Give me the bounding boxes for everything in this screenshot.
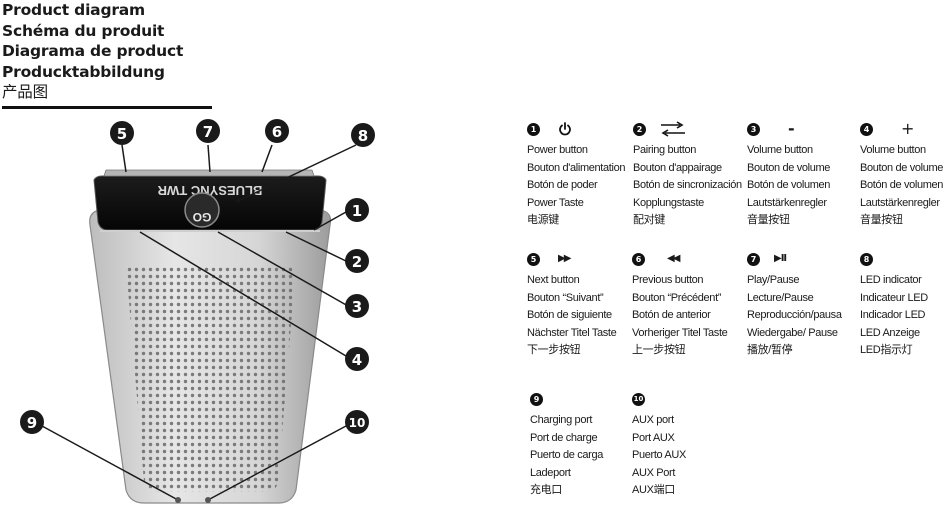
legend-number: 1	[527, 122, 540, 136]
svg-text:1: 1	[352, 202, 362, 220]
speaker-body	[89, 209, 332, 504]
svg-text:10: 10	[349, 416, 366, 430]
next-icon: ▶▶	[558, 253, 571, 264]
title-divider	[2, 106, 212, 109]
legend-volume-up: 4 + Volume button Bouton de volume Botón…	[860, 119, 944, 227]
title-zh: 产品图	[2, 83, 48, 101]
minus-icon: -	[788, 119, 795, 138]
speaker-top-panel: BLUESYNC TWR GO	[93, 169, 327, 232]
callout-8: 8	[351, 123, 375, 147]
legend-pairing: 2 Pairing button Bouton d'appairage Botó…	[633, 118, 743, 230]
title-fr: Schéma du produit	[2, 21, 165, 40]
play-pause-icon: ▶II	[774, 253, 787, 264]
speaker-brand-text: BLUESYNC TWR	[157, 183, 262, 198]
title-block: Product diagram Schéma du produit Diagra…	[2, 0, 183, 103]
go-logo-icon	[184, 192, 220, 228]
callout-5: 5	[110, 121, 134, 145]
pairing-icon	[660, 121, 686, 137]
svg-text:8: 8	[358, 127, 368, 145]
legend-previous: 6 ◀◀ Previous button Bouton “Précédent” …	[632, 252, 728, 357]
callout-4: 4	[345, 347, 369, 371]
svg-text:3: 3	[352, 298, 362, 316]
svg-text:6: 6	[272, 123, 282, 141]
plus-icon: +	[901, 119, 915, 138]
callout-2: 2	[345, 249, 369, 273]
legend-led: 8 LED indicator Indicateur LED Indicador…	[860, 252, 928, 357]
title-es: Diagrama de product	[2, 42, 184, 60]
legend-play-pause: 7 ▶II Play/Pause Lecture/Pause Reproducc…	[747, 252, 842, 357]
go-logo-text: GO	[193, 210, 212, 224]
svg-text:7: 7	[203, 123, 213, 141]
callout-10: 10	[345, 410, 369, 434]
legend-aux-port: 10 AUX port Port AUX Puerto AUX AUX Port…	[632, 388, 742, 500]
callout-1: 1	[345, 198, 369, 222]
callout-7: 7	[196, 119, 220, 143]
power-icon	[558, 122, 572, 136]
callout-9: 9	[20, 410, 44, 434]
title-en: Product diagram	[2, 1, 145, 19]
svg-text:9: 9	[27, 414, 37, 432]
legend-next: 5 ▶▶ Next button Bouton “Suivant” Botón …	[527, 252, 617, 357]
legend-power: 1 Power button Bouton d'alimentation Bot…	[527, 118, 637, 230]
speaker-diagram: BLUESYNC TWR GO 5 7 6 8 1 2 3 4 9 10	[20, 119, 375, 504]
leader-lines	[41, 144, 357, 501]
callout-6: 6	[265, 119, 289, 143]
legend-charging-port: 9 Charging port Port de charge Puerto de…	[530, 392, 604, 497]
svg-text:5: 5	[117, 125, 127, 143]
previous-icon: ◀◀	[667, 253, 680, 264]
legend-volume-down: 3 - Volume button Bouton de volume Botón…	[747, 119, 831, 227]
svg-text:2: 2	[352, 253, 362, 271]
svg-text:4: 4	[352, 351, 362, 369]
title-de: Producktabbildung	[2, 62, 165, 81]
callout-3: 3	[345, 294, 369, 318]
